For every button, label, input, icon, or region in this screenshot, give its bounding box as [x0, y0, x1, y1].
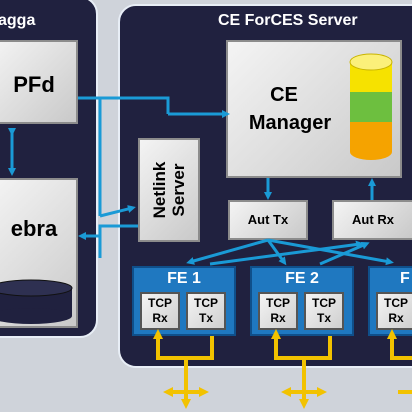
- fe2-io-arrows: [271, 329, 332, 409]
- fe2-tcp-tx-line1: TCP: [312, 296, 336, 310]
- fe1-tcp-tx-line1: TCP: [194, 296, 218, 310]
- ospfd-box[interactable]: PFd: [0, 40, 78, 124]
- fe1-tcp-tx[interactable]: TCP Tx: [186, 292, 226, 330]
- fe2-title: FE 2: [285, 270, 319, 287]
- fe3-tcp-rx-line2: Rx: [388, 311, 404, 325]
- fe1-tcp-rx[interactable]: TCP Rx: [140, 292, 180, 330]
- fe2-tcp-rx-line2: Rx: [270, 311, 286, 325]
- fe1-box[interactable]: FE 1 TCP Rx TCP Tx: [132, 266, 236, 336]
- fe3-io-arrows: [387, 329, 412, 394]
- ospfd-label: PFd: [13, 72, 55, 97]
- fe2-box[interactable]: FE 2 TCP Rx TCP Tx: [250, 266, 354, 336]
- server-title: CE ForCES Server: [218, 12, 358, 29]
- zebra-label: ebra: [10, 216, 58, 241]
- ce-manager-line1: CE: [270, 84, 298, 106]
- aut-tx-box[interactable]: Aut Tx: [228, 200, 308, 240]
- fe3-tcp-rx-line1: TCP: [384, 296, 408, 310]
- aut-rx-label: Aut Rx: [352, 212, 394, 227]
- aut-rx-box[interactable]: Aut Rx: [332, 200, 412, 240]
- quagga-title: agga: [0, 12, 36, 29]
- netlink-server-box[interactable]: Netlink Server: [138, 138, 200, 242]
- fe2-tcp-rx[interactable]: TCP Rx: [258, 292, 298, 330]
- fe1-tcp-rx-line1: TCP: [148, 296, 172, 310]
- fe2-tcp-rx-line1: TCP: [266, 296, 290, 310]
- zebra-database-icon: [0, 279, 73, 324]
- fe1-io-arrows: [153, 329, 214, 409]
- aut-tx-label: Aut Tx: [247, 212, 289, 227]
- database-icon: [349, 53, 393, 160]
- fe1-tcp-rx-line2: Rx: [152, 311, 168, 325]
- ce-manager-line2: Manager: [248, 112, 332, 134]
- fe2-tcp-tx[interactable]: TCP Tx: [304, 292, 344, 330]
- fe3-title: F: [400, 270, 410, 287]
- fe2-tcp-tx-line2: Tx: [316, 311, 331, 325]
- fe1-title: FE 1: [167, 270, 201, 287]
- fe1-tcp-tx-line2: Tx: [198, 311, 213, 325]
